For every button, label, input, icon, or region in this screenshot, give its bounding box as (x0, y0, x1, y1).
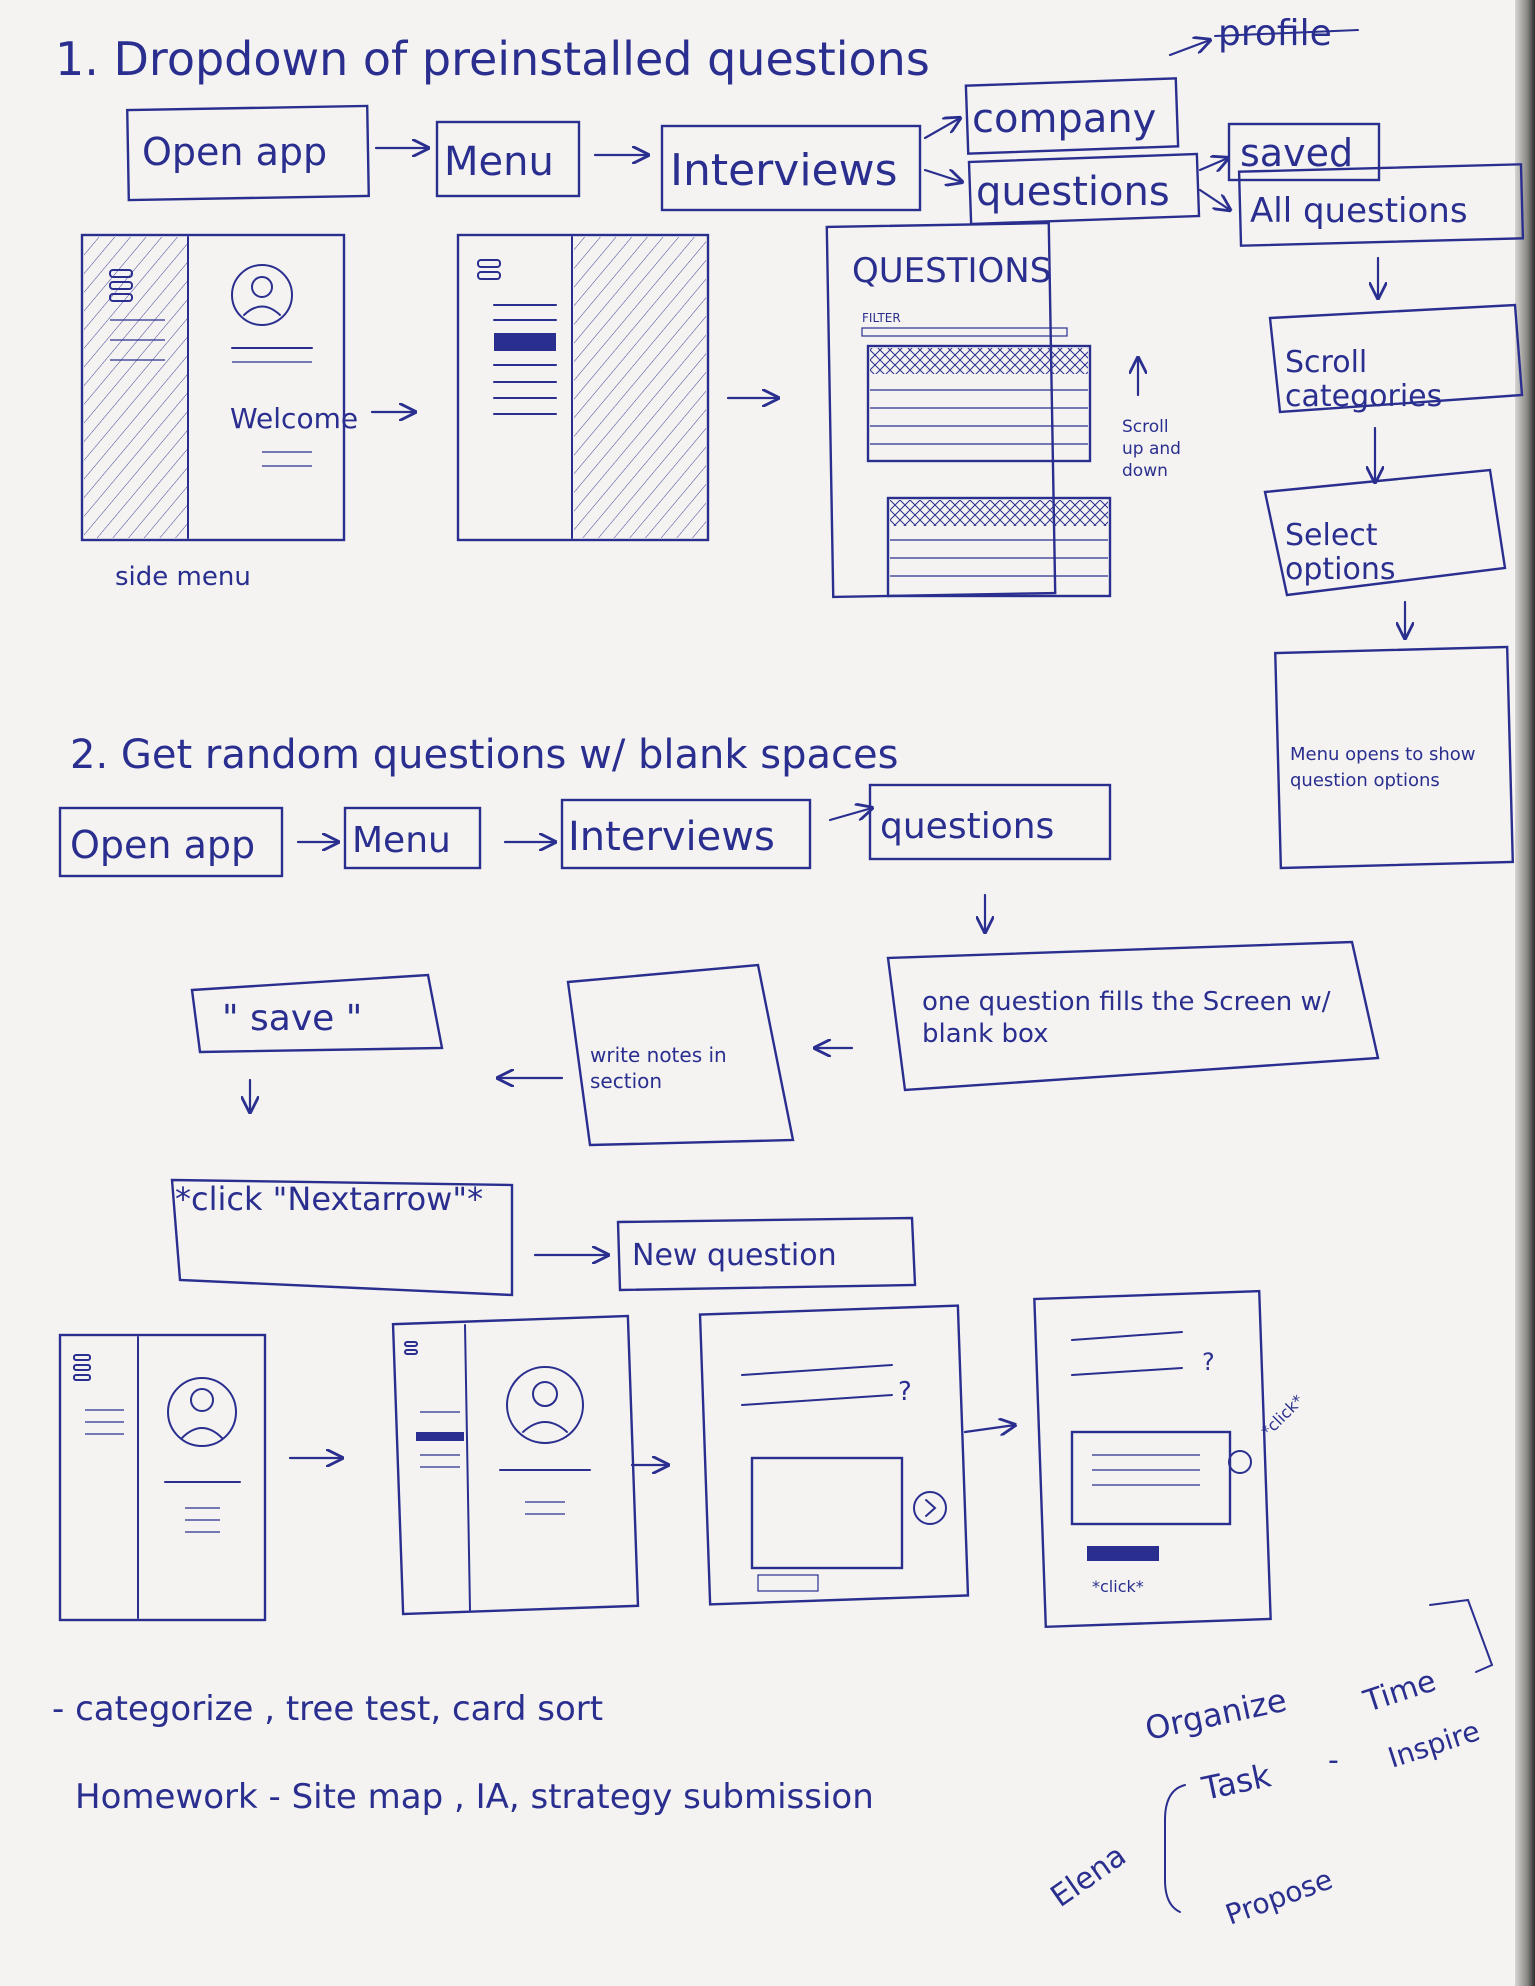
flow1-saved: saved (1227, 122, 1381, 182)
click-note-bottom: *click* (1092, 1577, 1144, 1596)
flow2-questions-label: questions (880, 806, 1054, 847)
flow1-menu: Menu (435, 120, 581, 198)
flow1-open-app: Open app (126, 104, 370, 202)
note-propose: Propose (1221, 1863, 1337, 1932)
note-categorize: - categorize , tree test, card sort (52, 1689, 603, 1729)
wireframe-side-menu: Welcome (80, 233, 358, 542)
flow1-questions: questions (967, 152, 1201, 226)
section1-title: 1. Dropdown of preinstalled questions (55, 32, 930, 86)
flow1-interviews-label: Interviews (670, 145, 898, 196)
wireframe-new-question-screen: ? *click* (1033, 1289, 1272, 1629)
flow1-questions-label: questions (976, 169, 1170, 215)
next-arrow-icon (913, 1491, 947, 1525)
step-save-label: " save " (222, 998, 362, 1039)
note-homework: Homework - Site map , IA, strategy submi… (75, 1777, 874, 1817)
wireframe-questions-title: QUESTIONS (852, 251, 1051, 291)
flow1-company: company (964, 77, 1180, 155)
flow2-menu-label: Menu (352, 820, 451, 861)
note-inspire: Inspire (1384, 1714, 1484, 1775)
flow2-open-app-label: Open app (70, 823, 255, 867)
hamburger-icon (404, 1341, 418, 1355)
step-fills-screen-label: one question fills the Screen w/blank bo… (922, 987, 1331, 1049)
step-new-question-label: New question (632, 1238, 837, 1273)
flow1-interviews: Interviews (660, 124, 922, 212)
question-mark: ? (898, 1377, 912, 1407)
wireframe-filter-label: FILTER (862, 311, 901, 325)
question-mark-2: ? (1202, 1348, 1215, 1376)
flow1-menu-label: Menu (444, 139, 554, 185)
note-organize: Organize (1142, 1681, 1290, 1748)
wireframe-menu-open (456, 233, 710, 542)
flow1-all-questions-label: All questions (1250, 191, 1468, 231)
note-task: Task (1198, 1756, 1275, 1808)
flow1-all-questions: All questions (1237, 163, 1525, 247)
note-time: Time (1359, 1664, 1441, 1720)
note-dash: - (1328, 1743, 1339, 1778)
step-save: " save " (190, 973, 444, 1054)
flow1-company-label: company (972, 96, 1156, 142)
page-edge-shadow (1515, 0, 1535, 1986)
note-elena: Elena (1045, 1838, 1133, 1914)
flow1-profile-crossed: profile (1214, 13, 1359, 54)
wireframe-menu-selected (391, 1314, 640, 1616)
hamburger-icon (109, 269, 133, 302)
hamburger-icon (477, 259, 501, 280)
flow2-menu: Menu (343, 806, 482, 870)
flow2-open-app: Open app (58, 806, 284, 878)
wireframe-question-screen: ? (698, 1304, 970, 1606)
wireframe-questions-list: QUESTIONS FILTER (825, 221, 1112, 599)
flow1-saved-label: saved (1240, 131, 1353, 175)
hamburger-icon (73, 1354, 91, 1381)
flow2-interviews: Interviews (560, 798, 812, 870)
wireframe-welcome-text: Welcome (230, 402, 358, 435)
side-menu-note: side menu (115, 562, 251, 592)
step-new-question: New question (616, 1216, 917, 1292)
flow2-interviews-label: Interviews (568, 814, 775, 860)
section2-title: 2. Get random questions w/ blank spaces (70, 732, 898, 778)
avatar-icon (231, 264, 293, 326)
click-note-right: *click* (1257, 1391, 1307, 1441)
step-fills-screen: one question fills the Screen w/blank bo… (886, 940, 1380, 1092)
flow1-open-app-label: Open app (142, 130, 327, 174)
wireframe-home (58, 1333, 267, 1622)
avatar-icon (167, 1377, 237, 1447)
flow2-questions: questions (868, 783, 1112, 861)
step-click-next: *click "Nextarrow"* (170, 1178, 514, 1297)
next-arrow-icon (1228, 1450, 1252, 1474)
step-click-next-label: *click "Nextarrow"* (175, 1180, 483, 1218)
avatar-icon (506, 1366, 584, 1444)
